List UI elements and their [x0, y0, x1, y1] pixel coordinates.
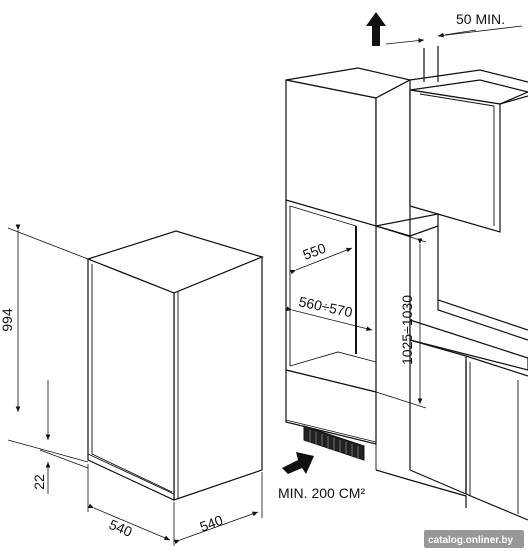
cabinet-drawing — [285, 46, 528, 521]
dimension-540-width — [173, 472, 263, 545]
dimension-label-540-width: 540 — [198, 512, 226, 535]
label-min-200-cm2: MIN. 200 CM² — [278, 485, 365, 501]
dimension-22 — [39, 380, 89, 494]
dimension-label-540-depth: 540 — [107, 516, 135, 540]
dimension-994 — [7, 224, 89, 463]
dimension-560-570 — [285, 306, 373, 331]
watermark-background — [424, 530, 524, 548]
dimension-label-994: 994 — [0, 308, 15, 332]
right-arrow-icon — [282, 452, 314, 474]
dimension-label-22: 22 — [31, 474, 47, 490]
dimension-550 — [289, 247, 353, 275]
dimension-label-560-570: 560÷570 — [297, 293, 354, 320]
up-arrow-icon — [366, 12, 386, 46]
dimension-1025-1030 — [375, 225, 427, 409]
dimension-50-min — [385, 25, 523, 45]
dimension-label-50-min: 50 MIN. — [456, 11, 505, 27]
dimension-label-550: 550 — [301, 240, 329, 263]
appliance-drawing — [86, 230, 264, 501]
dimension-label-1025-1030: 1025÷1030 — [399, 295, 415, 365]
watermark-text: catalog.onliner.by — [428, 535, 513, 546]
